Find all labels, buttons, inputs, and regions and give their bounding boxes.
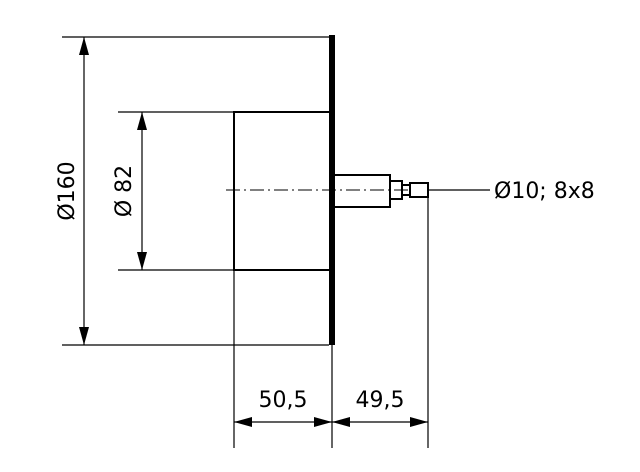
shaft-dimension-label: Ø10; 8x8 bbox=[494, 179, 595, 204]
body-diameter-dimension: Ø 82 bbox=[112, 111, 234, 271]
outer-diameter-label: Ø160 bbox=[55, 161, 80, 220]
shaft-length-label: 49,5 bbox=[356, 388, 405, 413]
length-dimensions: 50,5 49,5 bbox=[233, 197, 429, 448]
body-length-label: 50,5 bbox=[259, 388, 308, 413]
body-diameter-label: Ø 82 bbox=[112, 165, 137, 217]
shaft bbox=[332, 174, 429, 208]
outer-diameter-dimension: Ø160 bbox=[55, 36, 329, 346]
motor-body bbox=[233, 111, 333, 271]
